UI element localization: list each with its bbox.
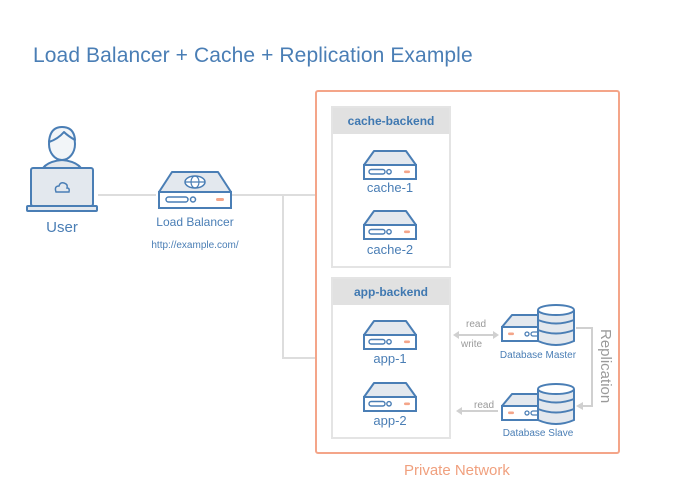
connector-user-lb — [98, 194, 156, 196]
replication-arrow — [576, 327, 593, 410]
app-2-label: app-2 — [373, 413, 407, 428]
load-balancer-url[interactable]: http://example.com/ — [151, 240, 239, 251]
write-label-master: write — [461, 339, 483, 350]
read-label-master: read — [466, 319, 487, 330]
database-slave-label: Database Slave — [502, 428, 574, 439]
connector-trunk-vertical — [282, 194, 284, 359]
server-icon — [363, 150, 417, 180]
connector-trunk-bottom — [282, 357, 315, 359]
load-balancer-label: Load Balancer — [156, 215, 234, 229]
private-network-label: Private Network — [404, 462, 510, 479]
cache-backend-label: cache-backend — [333, 108, 449, 134]
connector-lb-network — [232, 194, 315, 196]
cache-1-label: cache-1 — [366, 180, 414, 195]
server-icon — [363, 382, 417, 412]
server-icon — [363, 320, 417, 350]
app-backend-label: app-backend — [333, 279, 449, 305]
user-label: User — [46, 219, 78, 236]
database-server-icon — [501, 304, 575, 346]
database-server-icon — [501, 383, 575, 425]
app-1-label: app-1 — [373, 351, 407, 366]
server-icon — [363, 210, 417, 240]
cache-2-label: cache-2 — [366, 242, 414, 257]
cache-backend-group: cache-backend — [331, 106, 451, 268]
read-label-slave: read — [474, 400, 495, 411]
left-arrow — [456, 407, 498, 415]
user-laptop-icon — [26, 126, 98, 212]
private-network-boundary — [315, 90, 620, 454]
database-master-label: Database Master — [499, 350, 577, 361]
bidirectional-arrow — [453, 331, 499, 339]
diagram-title: Load Balancer + Cache + Replication Exam… — [33, 44, 473, 67]
load-balancer-server-icon — [158, 171, 232, 209]
replication-label: Replication — [597, 328, 614, 404]
